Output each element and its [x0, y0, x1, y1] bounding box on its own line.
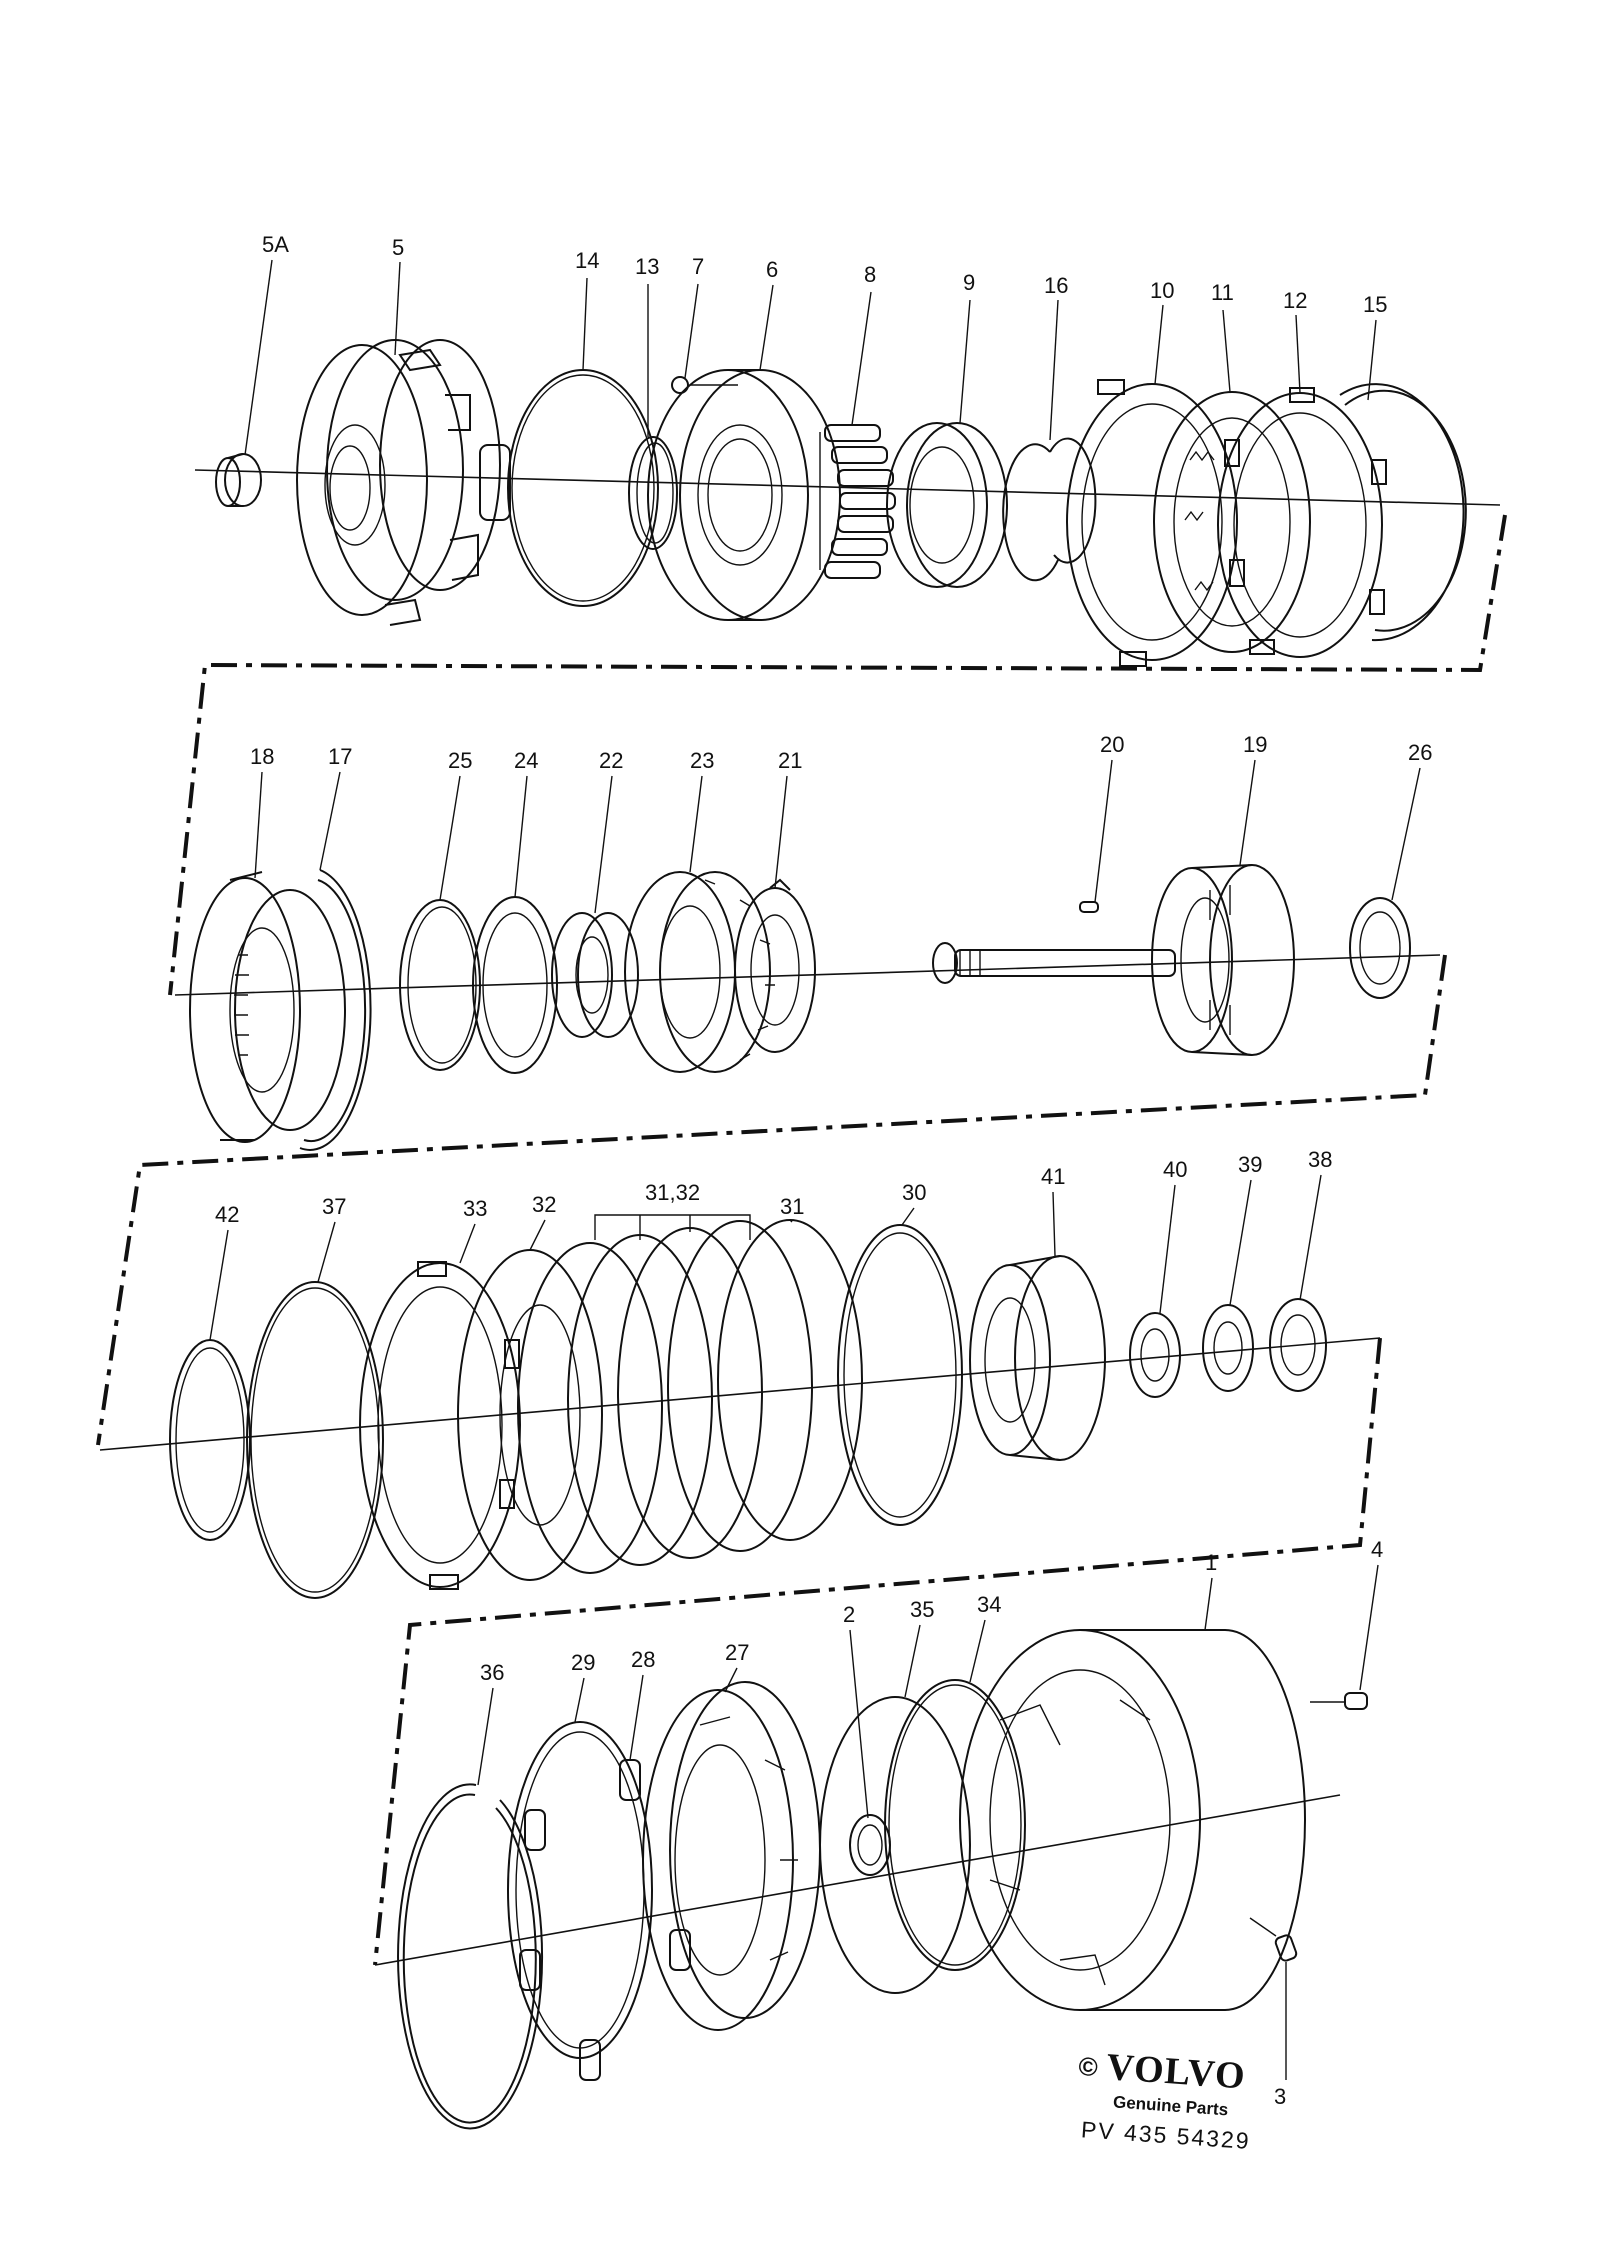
part-16-snap-ring[interactable]: [1002, 437, 1097, 582]
label-30: 30: [902, 1180, 926, 1205]
label-5a: 5A: [262, 232, 289, 257]
volvo-brand-block: © VOLVO Genuine Parts PV 435 54329: [1078, 2046, 1252, 2154]
part-3-plug[interactable]: [1249, 1917, 1298, 1962]
label-33: 33: [463, 1196, 487, 1221]
label-8: 8: [864, 262, 876, 287]
label-39: 39: [1238, 1152, 1262, 1177]
part-30-snap-ring[interactable]: [837, 1224, 963, 1526]
volvo-logo-text: VOLVO: [1105, 2046, 1247, 2098]
label-2: 2: [843, 1602, 855, 1627]
label-17: 17: [328, 744, 352, 769]
part-41-clutch-hub[interactable]: [969, 1255, 1106, 1461]
part-17-snap-ring[interactable]: [299, 869, 372, 1151]
label-24: 24: [514, 748, 538, 773]
label-3: 3: [1274, 2084, 1286, 2109]
connector-row3-row4: [373, 1337, 1382, 1966]
copyright-symbol: ©: [1078, 2051, 1099, 2082]
label-26: 26: [1408, 740, 1432, 765]
part-26-thrust-ring[interactable]: [1349, 897, 1411, 999]
label-28: 28: [631, 1647, 655, 1672]
label-40: 40: [1163, 1157, 1187, 1182]
part-33-pressure-plate[interactable]: [359, 1261, 521, 1590]
label-32: 32: [532, 1192, 556, 1217]
label-31-32: 31,32: [645, 1180, 700, 1205]
part-catalog-code: PV 435 54329: [1080, 2116, 1251, 2154]
part-14-seal-ring[interactable]: [507, 369, 659, 607]
part-20-pin[interactable]: [1079, 901, 1099, 913]
part-4-plug[interactable]: [1310, 1692, 1368, 1710]
label-15: 15: [1363, 292, 1387, 317]
part-10-steel-plate[interactable]: [1066, 379, 1245, 667]
label-25: 25: [448, 748, 472, 773]
connector-row1-row2: [168, 514, 1507, 996]
part-labels: 5A 5 14 13 7 6 8 9 16 10 11 12 15 18 17 …: [215, 232, 1432, 2109]
part-38-washer[interactable]: [1269, 1298, 1327, 1392]
label-20: 20: [1100, 732, 1124, 757]
part-40-washer[interactable]: [1129, 1312, 1181, 1398]
label-38: 38: [1308, 1147, 1332, 1172]
part-31-32-clutch-pack[interactable]: [457, 1219, 863, 1581]
label-13: 13: [635, 254, 659, 279]
part-11-friction-disc[interactable]: [1153, 391, 1311, 653]
label-6: 6: [766, 257, 778, 282]
part-5a-bushing[interactable]: [215, 453, 262, 507]
part-28-spring-set[interactable]: [519, 1759, 691, 2081]
label-21: 21: [778, 748, 802, 773]
row-4: [374, 1629, 1368, 2130]
leader-lines: [209, 259, 1421, 2080]
label-34: 34: [977, 1592, 1001, 1617]
part-34-seal-ring[interactable]: [884, 1679, 1026, 1971]
part-35-seal-ring[interactable]: [819, 1696, 971, 1994]
label-19: 19: [1243, 732, 1267, 757]
row-2: [174, 864, 1441, 1151]
label-16: 16: [1044, 273, 1068, 298]
part-36-snap-ring[interactable]: [397, 1783, 544, 2130]
row-1: [194, 339, 1501, 667]
part-7-check-ball[interactable]: [671, 376, 738, 394]
part-21-thrust-washer[interactable]: [734, 878, 816, 1053]
label-18: 18: [250, 744, 274, 769]
part-18-hub[interactable]: [189, 871, 346, 1143]
label-29: 29: [571, 1650, 595, 1675]
part-39-needle-bearing[interactable]: [1202, 1304, 1254, 1392]
row-3: [99, 1219, 1381, 1599]
part-8-spring-set[interactable]: [819, 424, 896, 579]
part-19-planet-carrier-shaft[interactable]: [932, 864, 1295, 1056]
label-41: 41: [1041, 1164, 1065, 1189]
label-10: 10: [1150, 278, 1174, 303]
part-22-one-way-clutch[interactable]: [551, 912, 639, 1038]
label-31: 31: [780, 1194, 804, 1219]
label-7: 7: [692, 254, 704, 279]
part-15-snap-ring[interactable]: [1339, 383, 1467, 642]
label-9: 9: [963, 270, 975, 295]
part-1-housing[interactable]: [959, 1629, 1306, 2011]
label-36: 36: [480, 1660, 504, 1685]
part-6-piston[interactable]: [647, 369, 841, 621]
part-13-seal-ring[interactable]: [628, 436, 678, 550]
label-35: 35: [910, 1597, 934, 1622]
label-23: 23: [690, 748, 714, 773]
connector-row2-row3: [96, 954, 1447, 1446]
label-22: 22: [599, 748, 623, 773]
part-5-clutch-drum[interactable]: [296, 339, 511, 626]
label-4: 4: [1371, 1537, 1383, 1562]
part-9-retainer[interactable]: [906, 422, 1008, 588]
part-2-bushing[interactable]: [849, 1814, 891, 1876]
label-1: 1: [1205, 1550, 1217, 1575]
label-12: 12: [1283, 288, 1307, 313]
label-42: 42: [215, 1202, 239, 1227]
genuine-parts-text: Genuine Parts: [1113, 2092, 1229, 2119]
part-37-snap-ring[interactable]: [246, 1281, 384, 1599]
label-5: 5: [392, 235, 404, 260]
label-37: 37: [322, 1194, 346, 1219]
label-11: 11: [1211, 280, 1234, 305]
part-27-piston[interactable]: [642, 1681, 821, 2031]
part-12-steel-plate[interactable]: [1217, 387, 1387, 658]
label-14: 14: [575, 248, 599, 273]
label-27: 27: [725, 1640, 749, 1665]
